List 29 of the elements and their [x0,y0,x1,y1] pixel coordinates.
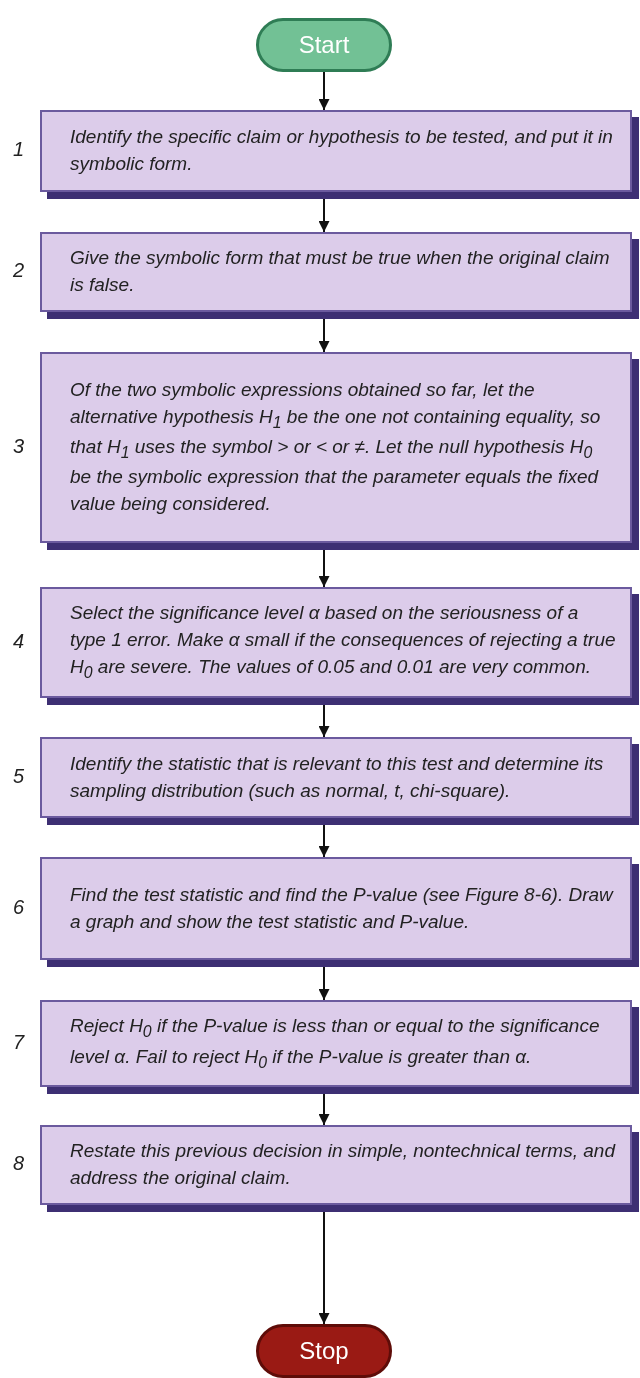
step-number: 2 [13,259,25,282]
step-number: 6 [13,895,25,919]
step-number: 1 [13,138,25,161]
step-number: 3 [13,434,25,458]
start-terminal [256,18,392,72]
step-text: Identify the specific claim or hypothesis to be tested, and put it in symbolic form. [70,125,614,176]
stop-terminal [256,1324,392,1378]
step-text: Identify the statistic that is relevant to this test and determine its sampling distribution (such as normal, t, chi-square). [70,751,605,803]
step-text: Of the two symbolic expressions obtained so far, let the alternative hypothesis H$_{1}$ be the one not containing equality, so that H$_{1}$ uses the symbol > or < or ≠. Let the null hypothesis H$_{0}$ be the symbolic expression that the parameter equals the fixed value being considered. [70,377,602,517]
arrow [318,318,330,353]
step-text: Give the symbolic form that must be true when the original claim is false. [70,246,611,297]
terminal-label: Stop [299,1337,349,1365]
step-text: Select the significance level α based on the seriousness of a type 1 error. Make α small if the consequences of rejecting a true H$_{0}$ are severe. The values of 0.05 and 0.01 are very common. [70,601,616,684]
step-number: 7 [13,1030,25,1054]
step-number: 8 [13,1152,25,1175]
step-number: 4 [13,629,25,653]
step-text: Find the test statistic and find the P-value (see Figure 8-6). Draw a graph and show the test statistic and P-value. [70,882,615,934]
step-text: Reject H$_{0}$ if the P-value is less than or equal to the significance level α. Fail to reject H$_{0}$ if the P-value is greater than α. [70,1014,601,1073]
step-text: Restate this previous decision in simple, nontechnical terms, and address the original claim. [70,1139,616,1190]
arrow [318,824,330,858]
arrow [318,966,330,1001]
step-number: 5 [13,764,25,788]
terminal-label: Start [298,31,350,59]
arrow [318,1093,330,1126]
arrow [318,198,330,233]
arrow [318,71,330,111]
arrow [318,1211,330,1325]
arrow [318,704,330,738]
arrow [318,549,330,588]
